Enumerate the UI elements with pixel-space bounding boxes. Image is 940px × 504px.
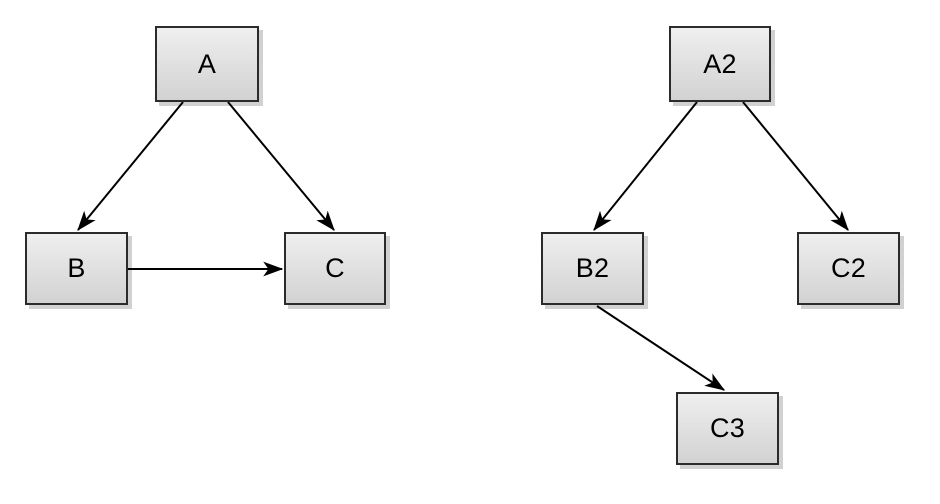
node-label-c2: C2: [831, 253, 866, 283]
node-label-a: A: [197, 48, 217, 79]
node-c[interactable]: C: [284, 232, 386, 305]
node-c3[interactable]: C3: [676, 392, 779, 465]
node-label-b2: B2: [575, 253, 610, 283]
edge-a2-to-c2[interactable]: [742, 101, 849, 231]
node-b[interactable]: B: [25, 232, 128, 305]
node-label-b: B: [67, 253, 86, 283]
edge-a-to-c[interactable]: [227, 101, 335, 231]
edge-a-to-b[interactable]: [77, 101, 184, 231]
node-b2[interactable]: B2: [541, 232, 644, 305]
node-label-c: C: [325, 253, 345, 283]
node-a[interactable]: A: [155, 26, 259, 102]
edges-group: [77, 101, 849, 391]
node-label-c3: C3: [710, 413, 745, 443]
node-c2[interactable]: C2: [797, 232, 900, 305]
edge-a2-to-b2[interactable]: [593, 101, 698, 231]
edge-b2-to-c3[interactable]: [596, 305, 726, 391]
node-a2[interactable]: A2: [669, 26, 771, 102]
node-label-a2: A2: [703, 48, 737, 79]
